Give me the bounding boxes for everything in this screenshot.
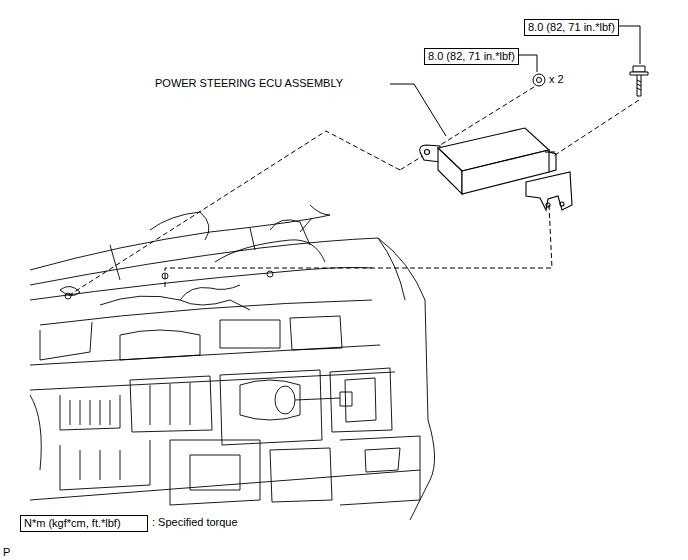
- page-marker: P: [2, 546, 11, 559]
- ecu-unit: [420, 128, 572, 210]
- torque-box: 8.0 (82, 71 in.*lbf): [424, 48, 519, 65]
- torque-value: 8.0 (82, 71 in.*lbf): [428, 50, 515, 63]
- legend-text: : Specified torque: [151, 516, 239, 529]
- instrument-panel: [30, 205, 435, 520]
- bolt-symbol: [630, 66, 648, 96]
- leader-line: [390, 84, 446, 136]
- nut-symbol: [533, 74, 545, 86]
- part-name: POWER STEERING ECU ASSEMBLY: [154, 77, 344, 90]
- quantity-label: x 2: [548, 73, 565, 86]
- alignment-line: [68, 87, 639, 296]
- torque-box: N*m (kgf*cm, ft.*lbf): [20, 515, 148, 532]
- torque-box: 8.0 (82, 71 in.*lbf): [524, 19, 619, 36]
- torque-value: 8.0 (82, 71 in.*lbf): [528, 21, 615, 34]
- torque-value: N*m (kgf*cm, ft.*lbf): [24, 517, 144, 530]
